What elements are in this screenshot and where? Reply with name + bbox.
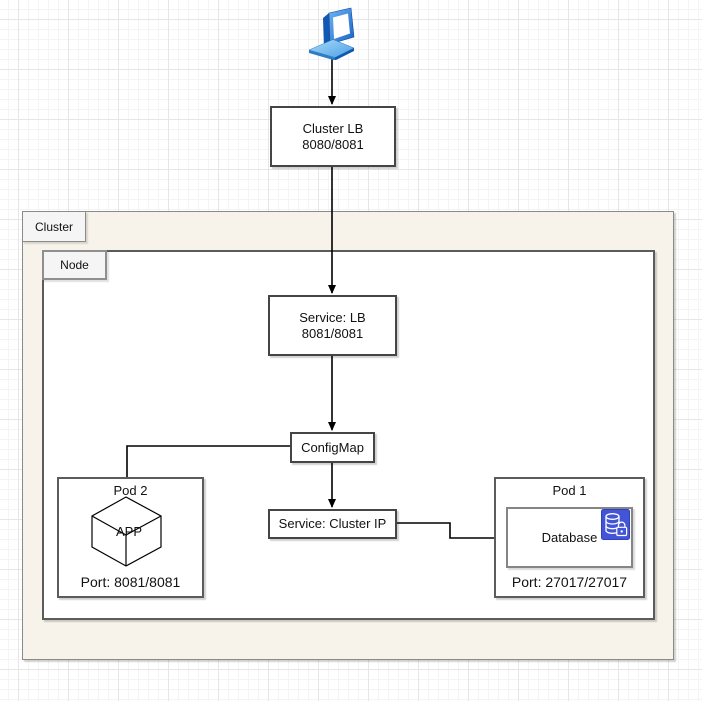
pod2-container[interactable]: Pod 2 APP Port: 8081/8081 [57,477,204,598]
pod1-title: Pod 1 [552,483,587,498]
service-lb-node[interactable]: Service: LB 8081/8081 [268,295,397,356]
cluster-lb-node[interactable]: Cluster LB 8080/8081 [270,106,396,167]
pod2-port: Port: 8081/8081 [80,574,181,590]
service-lb-line1: Service: LB [299,309,366,325]
connector-service-cip-to-database[interactable] [397,522,505,542]
cluster-label: Cluster [34,219,73,234]
service-cluster-ip-label: Service: Cluster IP [278,516,387,531]
service-cluster-ip-node[interactable]: Service: Cluster IP [268,509,397,539]
cluster-label-tab[interactable]: Cluster [22,211,86,242]
pod2-title: Pod 2 [113,483,148,498]
app-label: APP [115,524,142,539]
pod1-port: Port: 27017/27017 [511,574,628,590]
pod1-container[interactable]: Pod 1 Database Port: 27017/27017 [494,477,645,598]
cluster-lb-line2: 8080/8081 [302,136,364,152]
database-label: Database [541,530,598,545]
service-lb-line2: 8081/8081 [301,325,364,341]
node-label: Node [60,258,89,272]
database-node[interactable]: Database [506,507,633,568]
configmap-node[interactable]: ConfigMap [290,432,375,463]
cluster-lb-line1: Cluster LB [302,120,364,136]
node-label-tab[interactable]: Node [42,250,107,280]
configmap-label: ConfigMap [301,439,364,455]
database-lock-icon [601,509,630,540]
laptop-icon[interactable] [304,6,360,61]
app-cube-icon[interactable] [88,493,166,571]
